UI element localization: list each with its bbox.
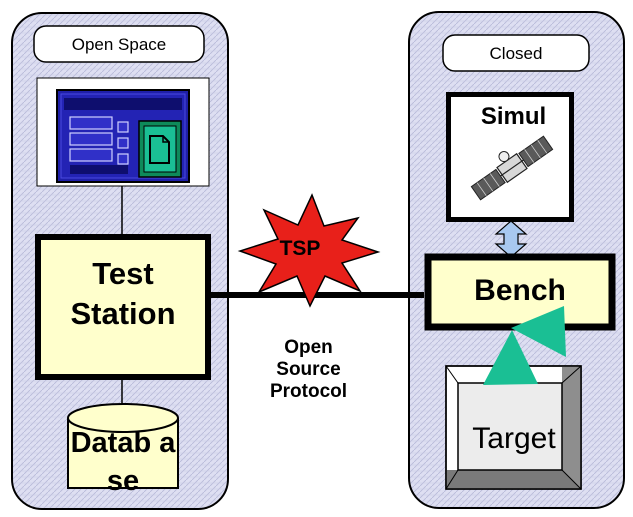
target-block: [445, 365, 582, 490]
simulator-label: Simul: [480, 103, 547, 130]
triangle-marker-icon-2: [483, 330, 538, 385]
closed-title-box: [442, 34, 590, 72]
tsp-starburst-icon: [237, 193, 381, 308]
simulator-image: [446, 92, 574, 222]
computer-screen-icon: [56, 89, 190, 183]
test-station-label: Test Station: [70, 256, 176, 331]
database-label: Datab ase: [70, 427, 176, 497]
workstation-image: [36, 77, 210, 187]
test-station-box: [35, 234, 211, 380]
open-space-title-box: [33, 25, 205, 63]
tsp-label: TSP: [279, 237, 321, 260]
open-space-title: Open Space: [71, 35, 167, 54]
target-label: Target: [472, 422, 556, 455]
bench-box: [424, 253, 616, 331]
database-cylinder: [67, 403, 179, 489]
triangle-marker-icon: [511, 306, 566, 357]
satellite-icon: [470, 135, 554, 201]
closed-title: Closed: [489, 44, 543, 63]
bench-label: Bench: [474, 274, 566, 307]
protocol-caption: Open Source Protocol: [269, 337, 348, 402]
